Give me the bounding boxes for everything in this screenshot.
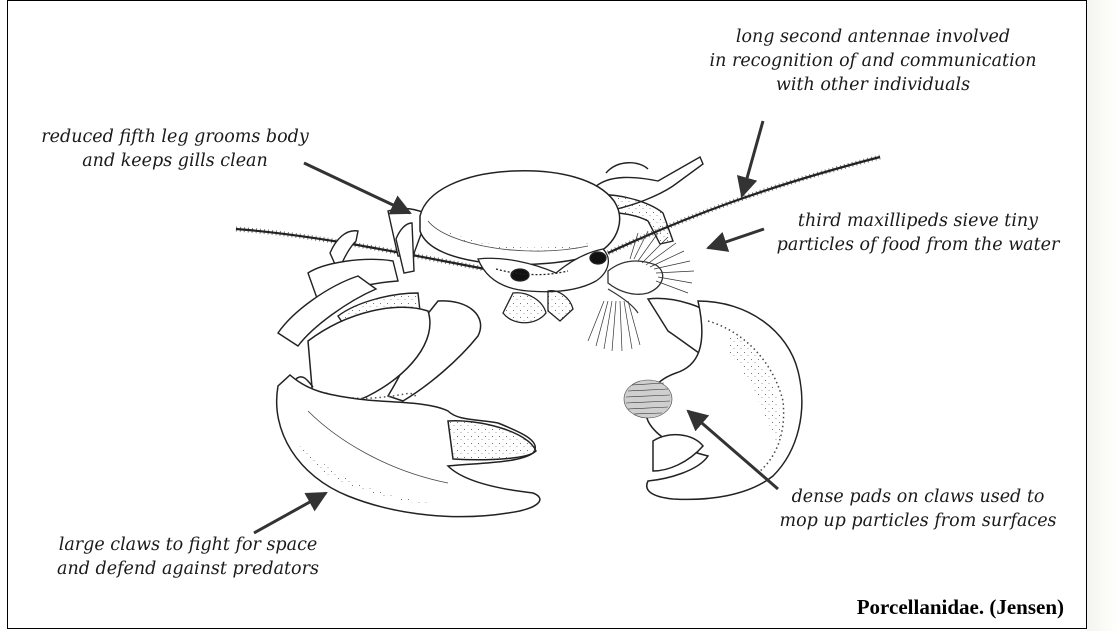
annotation-line: dense pads on claws used to [758,485,1078,509]
page-edge-shading [1087,0,1120,631]
setae-fan-lower [588,301,640,351]
figure-caption: Porcellanidae. (Jensen) [857,595,1064,620]
carapace [420,171,620,265]
eye-left [511,269,529,281]
annotation-maxillipeds: third maxillipeds sieve tiny particles o… [748,209,1087,257]
annotation-fifth-leg: reduced fifth leg grooms body and keeps … [30,125,320,173]
annotation-line: in recognition of and communication [698,49,1048,73]
eye-right [590,252,606,264]
annotation-line: reduced fifth leg grooms body [30,125,320,149]
claw-left [277,301,540,517]
annotation-antennae: long second antennae involved in recogni… [698,25,1048,97]
annotation-large-claws: large claws to fight for space and defen… [28,533,348,581]
annotation-line: and defend against predators [28,557,348,581]
claw-right [624,298,802,499]
annotation-line: large claws to fight for space [28,533,348,557]
annotation-line: with other individuals [698,73,1048,97]
annotation-line: third maxillipeds sieve tiny [748,209,1087,233]
annotation-dense-pads: dense pads on claws used to mop up parti… [758,485,1078,533]
arrow-antennae [742,121,763,196]
annotation-line: long second antennae involved [698,25,1048,49]
arrow-large-claws [254,493,326,533]
annotation-line: particles of food from the water [748,233,1087,257]
annotation-line: and keeps gills clean [30,149,320,173]
dense-pad [624,380,672,418]
annotation-line: mop up particles from surfaces [758,509,1078,533]
figure-frame: long second antennae involved in recogni… [7,0,1087,629]
